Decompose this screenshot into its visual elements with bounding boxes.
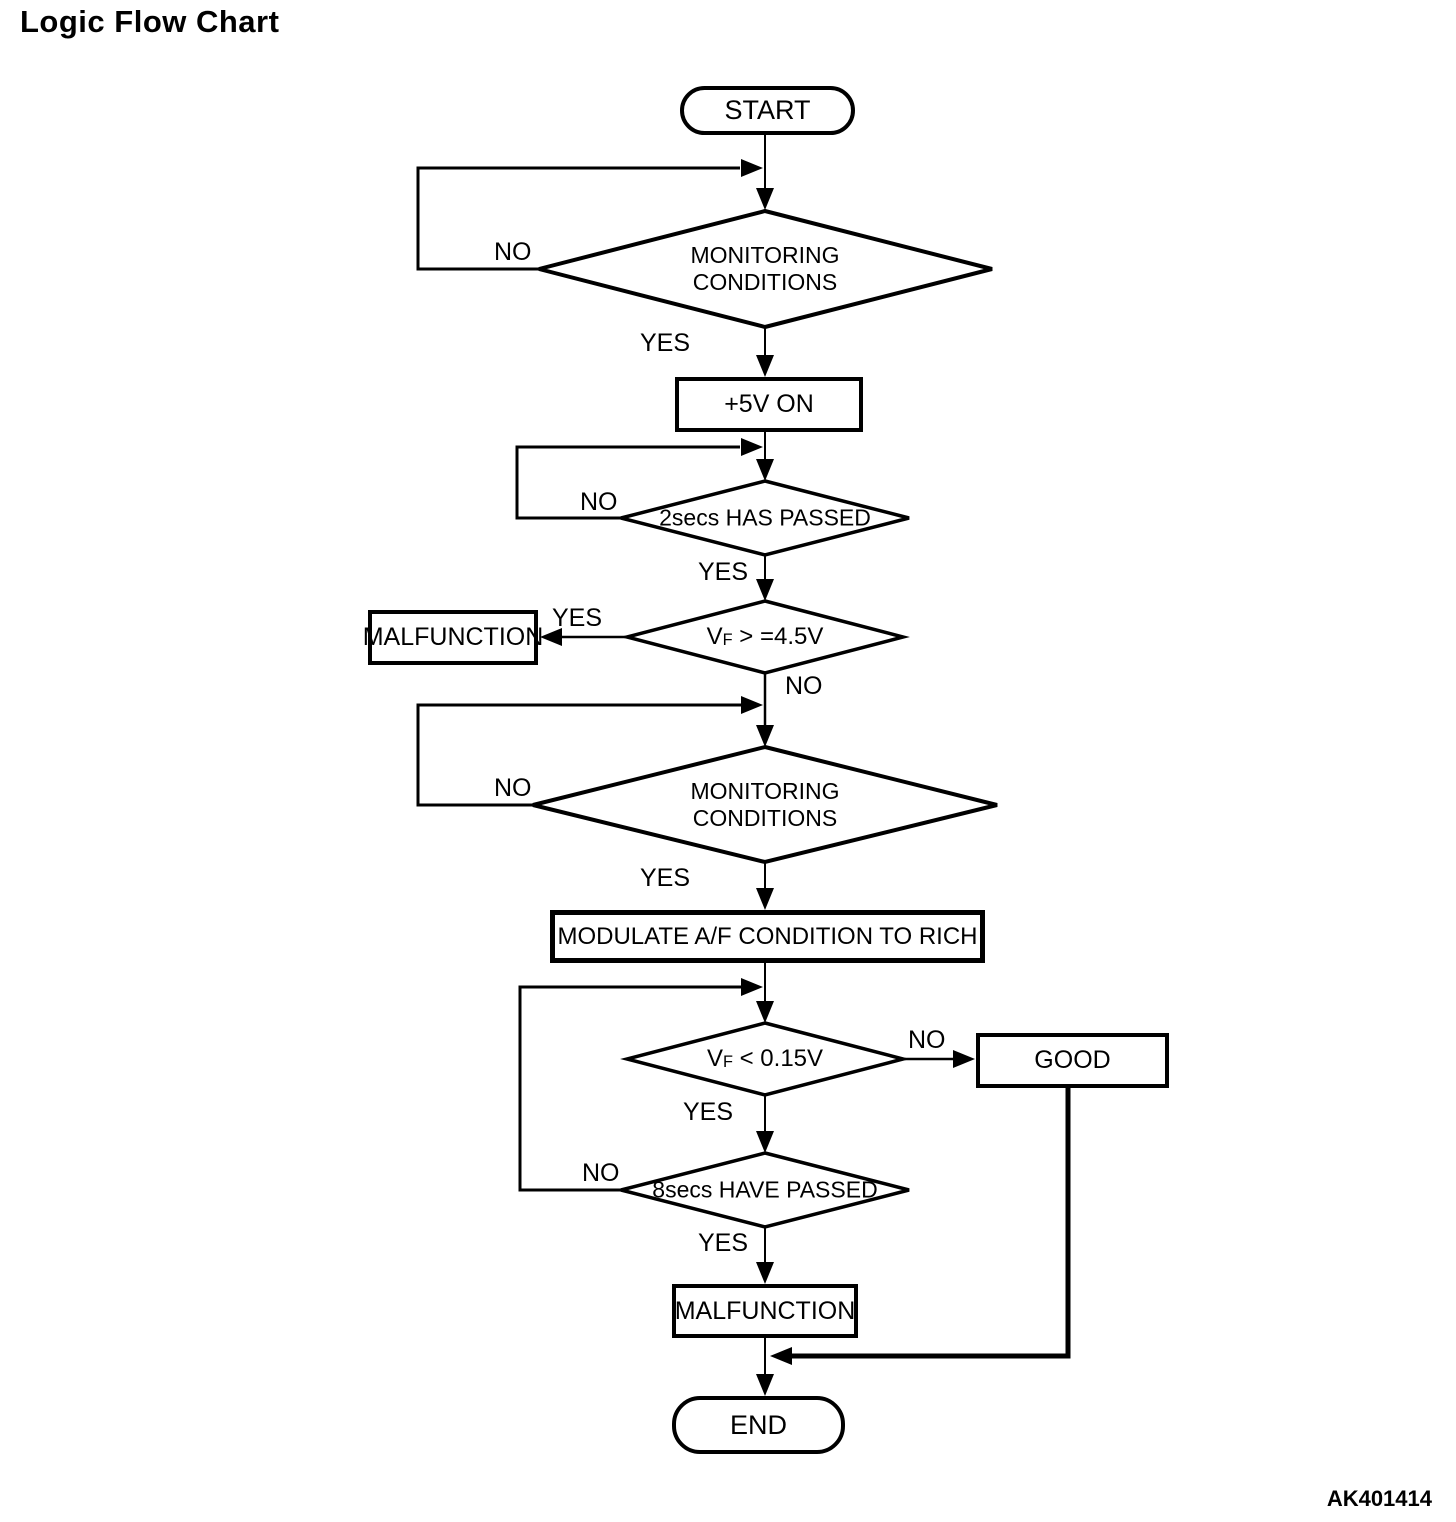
2secs-yes-label: YES — [698, 558, 749, 586]
vf-low-yes-label: YES — [683, 1098, 734, 1126]
vf-high-label: VF > =4.5V — [707, 623, 824, 651]
arrow-good-return-join — [770, 1347, 792, 1365]
vf-high-no-label: NO — [785, 672, 823, 700]
arrow-into-5v — [756, 355, 774, 377]
monitoring1-label-line1: MONITORING — [690, 241, 840, 268]
malfunction1-label: MALFUNCTION — [362, 623, 544, 651]
malfunction1-node: MALFUNCTION — [363, 610, 543, 665]
arrow-into-monitoring1-loop — [741, 159, 763, 177]
arrow-into-malfunction1 — [540, 628, 562, 646]
vf-high-yes-label: YES — [552, 604, 603, 632]
8secs-yes-label: YES — [698, 1229, 749, 1257]
monitoring2-no-label: NO — [494, 774, 532, 802]
vf-high-diamond — [620, 599, 910, 675]
arrow-into-malfunction2 — [756, 1262, 774, 1284]
malfunction2-node: MALFUNCTION — [672, 1284, 858, 1338]
monitoring2-label: MONITORING CONDITIONS — [690, 778, 839, 832]
modulate-label: MODULATE A/F CONDITION TO RICH — [557, 922, 978, 950]
arrow-into-modulate — [756, 888, 774, 910]
arrow-into-2secs-loop — [741, 438, 763, 456]
end-label: END — [729, 1409, 787, 1440]
loop-monitoring1-no — [416, 166, 740, 271]
2secs-diamond — [620, 479, 910, 557]
vf-high-v: V — [706, 622, 723, 650]
8secs-diamond — [620, 1151, 910, 1229]
arrow-into-monitoring2 — [756, 725, 774, 747]
arrow-into-vflow — [756, 1001, 774, 1023]
arrow-into-vflow-loop — [741, 978, 763, 996]
8secs-label: 8secs HAVE PASSED — [652, 1176, 878, 1203]
malfunction2-label: MALFUNCTION — [674, 1296, 856, 1325]
end-node: END — [672, 1396, 845, 1454]
vf-low-cond: < 0.15V — [732, 1044, 824, 1072]
vf-low-label: VF < 0.15V — [707, 1045, 823, 1073]
plus5v-label: +5V ON — [724, 390, 814, 418]
monitoring2-diamond — [532, 744, 998, 865]
2secs-no-label: NO — [580, 488, 618, 516]
vf-low-v: V — [706, 1044, 723, 1072]
2secs-label: 2secs HAS PASSED — [659, 504, 871, 531]
vf-low-no-label: NO — [908, 1026, 946, 1054]
vf-high-cond: > =4.5V — [732, 622, 824, 650]
start-node: START — [680, 86, 855, 135]
modulate-node: MODULATE A/F CONDITION TO RICH — [550, 910, 985, 963]
good-node: GOOD — [976, 1033, 1169, 1088]
plus5v-node: +5V ON — [675, 377, 863, 432]
figure-code: AK401414 — [1326, 1486, 1432, 1511]
arrow-into-end — [756, 1374, 774, 1396]
vf-low-diamond — [620, 1021, 910, 1097]
good-label: GOOD — [1034, 1046, 1111, 1074]
arrow-into-8secs — [756, 1131, 774, 1153]
arrow-into-monitoring1 — [756, 188, 774, 210]
start-label: START — [724, 95, 811, 125]
8secs-no-label: NO — [582, 1159, 620, 1187]
monitoring2-label-line1: MONITORING — [690, 777, 840, 804]
loop-8secs-no — [518, 985, 742, 1192]
monitoring2-yes-label: YES — [640, 864, 691, 892]
monitoring1-yes-label: YES — [640, 329, 691, 357]
monitoring1-no-label: NO — [494, 238, 532, 266]
monitoring1-diamond — [538, 208, 993, 330]
monitoring1-label-line2: CONDITIONS — [692, 269, 838, 295]
arrow-into-good — [953, 1050, 975, 1068]
arrow-into-vfhigh — [756, 579, 774, 601]
arrow-into-2secs — [756, 459, 774, 481]
monitoring2-label-line2: CONDITIONS — [692, 805, 838, 831]
loop-monitoring2-no — [416, 703, 742, 807]
arrow-into-monitoring2-loop — [741, 696, 763, 714]
monitoring1-label: MONITORING CONDITIONS — [690, 242, 839, 296]
page-title: Logic Flow Chart — [20, 4, 280, 39]
loop-2secs-no — [515, 445, 740, 520]
edge-good-return — [792, 1088, 1071, 1359]
vf-high-sub: F — [722, 630, 733, 649]
vf-low-sub: F — [722, 1052, 733, 1071]
